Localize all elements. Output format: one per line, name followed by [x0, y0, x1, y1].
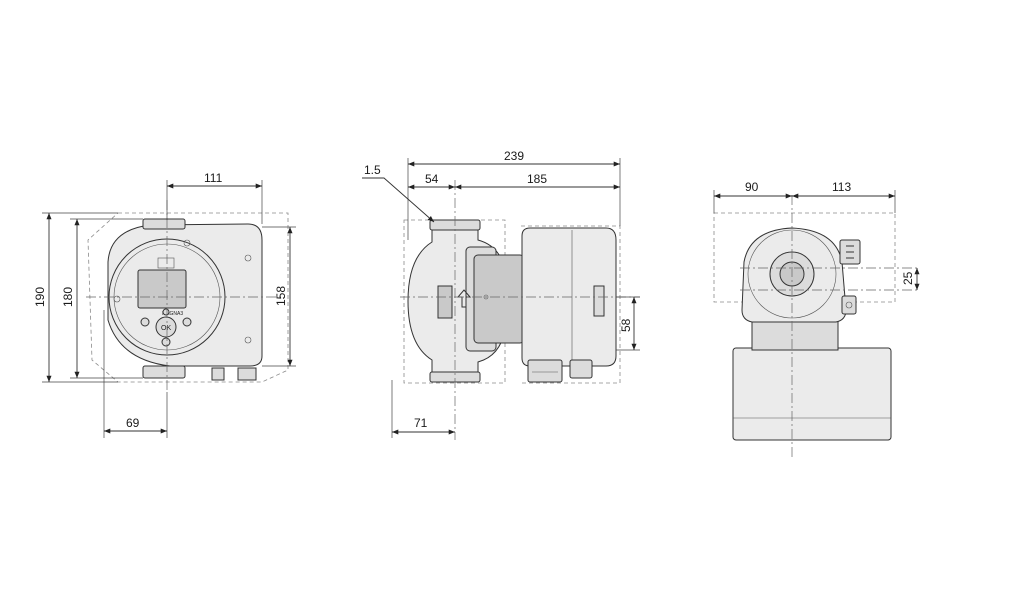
side-dim-54: 54 [425, 172, 439, 186]
front-dim-69: 69 [126, 416, 140, 430]
front-dim-158: 158 [274, 286, 288, 306]
front-bottom-flange [142, 365, 186, 379]
front-ok-button [155, 316, 177, 338]
side-dim-58: 58 [619, 318, 633, 332]
front-dim-180: 180 [61, 287, 75, 307]
end-view: 90 113 25 [713, 180, 920, 460]
front-view: MAGNA3 OK 111 190 180 158 [33, 171, 296, 438]
end-motor-block [732, 347, 892, 441]
side-dim-239: 239 [504, 149, 524, 163]
front-ok-label: OK [161, 325, 171, 332]
end-dim-90: 90 [745, 180, 759, 194]
side-view: 239 54 185 1.5 58 71 [362, 149, 640, 440]
front-top-flange [142, 218, 186, 230]
front-dim-111: 111 [204, 171, 223, 185]
front-display [137, 269, 187, 309]
side-dim-71: 71 [414, 416, 428, 430]
side-dim-1-5: 1.5 [364, 163, 381, 177]
side-dim-185: 185 [527, 172, 547, 186]
end-dim-25: 25 [901, 271, 915, 285]
front-panel-logo: MAGNA3 [162, 311, 183, 317]
end-dim-113: 113 [832, 180, 851, 194]
front-dim-190: 190 [33, 287, 47, 307]
